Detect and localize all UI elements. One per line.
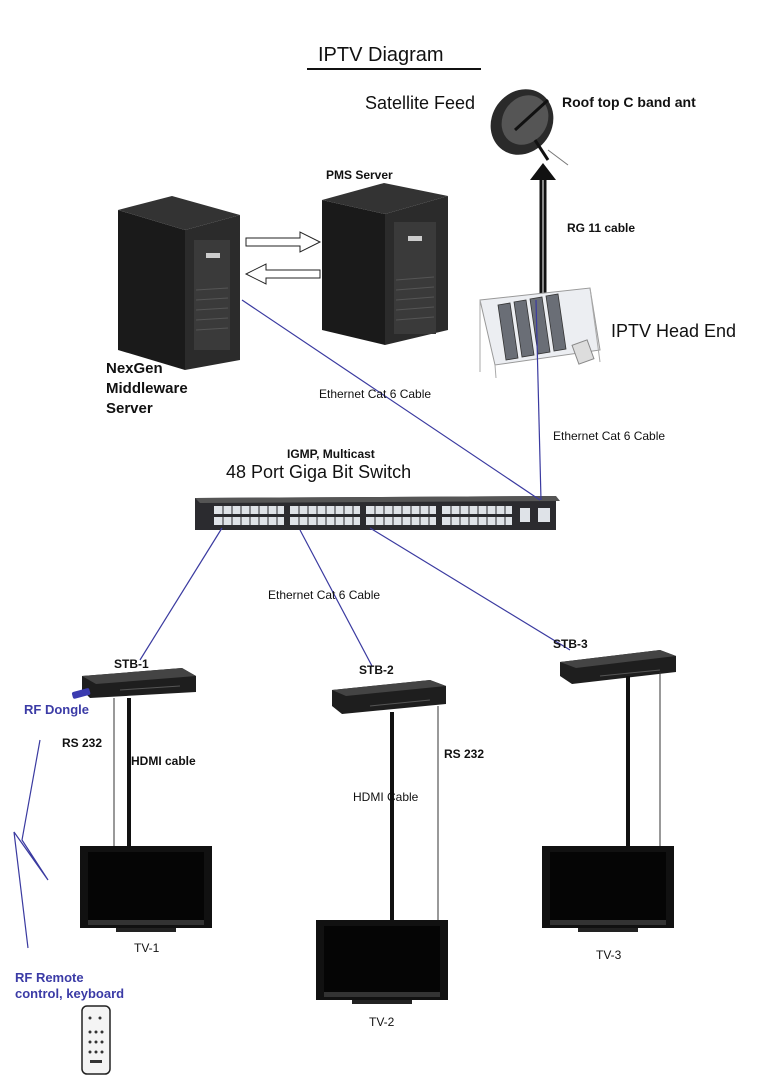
label-rf-dongle: RF Dongle — [24, 702, 89, 717]
rg11-cable-line — [530, 163, 556, 300]
rf-dongle-icon — [71, 688, 91, 699]
label-middleware-3: Server — [106, 400, 153, 417]
remote-control-icon — [81, 1005, 111, 1075]
label-head-end: IPTV Head End — [611, 321, 737, 341]
tv3-icon — [542, 846, 674, 932]
label-rf-remote-2: control, keyboard — [15, 986, 125, 1001]
stb3-tv3-cables — [626, 672, 661, 848]
stb2-icon — [332, 680, 446, 714]
label-igmp-multicast: IGMP, Multicast — [287, 447, 375, 461]
rf-signal-zigzag — [13, 739, 49, 949]
switch-stb3-link — [369, 527, 571, 651]
label-tv3: TV-3 — [596, 948, 622, 962]
label-switch: 48 Port Giga Bit Switch — [226, 462, 412, 482]
stb1-icon — [82, 668, 196, 698]
label-rf-remote-1: RF Remote — [15, 970, 84, 985]
label-rs232-mid: RS 232 — [444, 747, 485, 761]
tv1-icon — [80, 846, 212, 932]
server-arrow-left — [244, 263, 321, 285]
satellite-dish-icon — [490, 89, 569, 166]
label-stb1: STB-1 — [114, 657, 149, 671]
label-eth-cable-mid: Ethernet Cat 6 Cable — [268, 588, 381, 602]
tv2-icon — [316, 920, 448, 1004]
label-stb2: STB-2 — [359, 663, 394, 677]
label-rs232-left: RS 232 — [62, 736, 103, 750]
label-pms-server: PMS Server — [326, 168, 393, 182]
middleware-server-icon — [118, 196, 240, 370]
switch-stb1-link — [139, 527, 223, 661]
stb2-tv2-cables — [390, 706, 439, 922]
headend-switch-link — [535, 299, 542, 501]
switch-stb2-link — [299, 529, 373, 667]
label-tv2: TV-2 — [369, 1015, 395, 1029]
label-hdmi-mid: HDMI Cable — [353, 790, 419, 804]
pms-server-icon — [322, 183, 448, 345]
diagram-title: IPTV Diagram — [318, 44, 444, 66]
ethernet-links — [139, 299, 571, 667]
label-hdmi-left: HDMI cable — [131, 754, 196, 768]
title-underline — [307, 68, 481, 70]
head-end-rack-icon — [479, 287, 601, 379]
stb1-tv1-cables — [113, 698, 131, 848]
stb3-icon — [560, 650, 676, 684]
label-eth-cable-left: Ethernet Cat 6 Cable — [319, 387, 432, 401]
label-rg11-cable: RG 11 cable — [567, 221, 636, 235]
middleware-switch-link — [241, 299, 541, 501]
label-roof-ant: Roof top C band ant — [562, 94, 696, 110]
network-switch-icon — [195, 496, 560, 530]
label-tv1: TV-1 — [134, 941, 160, 955]
label-middleware-2: Middleware — [106, 380, 188, 397]
label-stb3: STB-3 — [553, 637, 588, 651]
label-satellite-feed: Satellite Feed — [365, 93, 476, 113]
label-eth-cable-right: Ethernet Cat 6 Cable — [553, 429, 666, 443]
server-arrow-right — [245, 231, 322, 253]
label-middleware-1: NexGen — [106, 360, 163, 377]
